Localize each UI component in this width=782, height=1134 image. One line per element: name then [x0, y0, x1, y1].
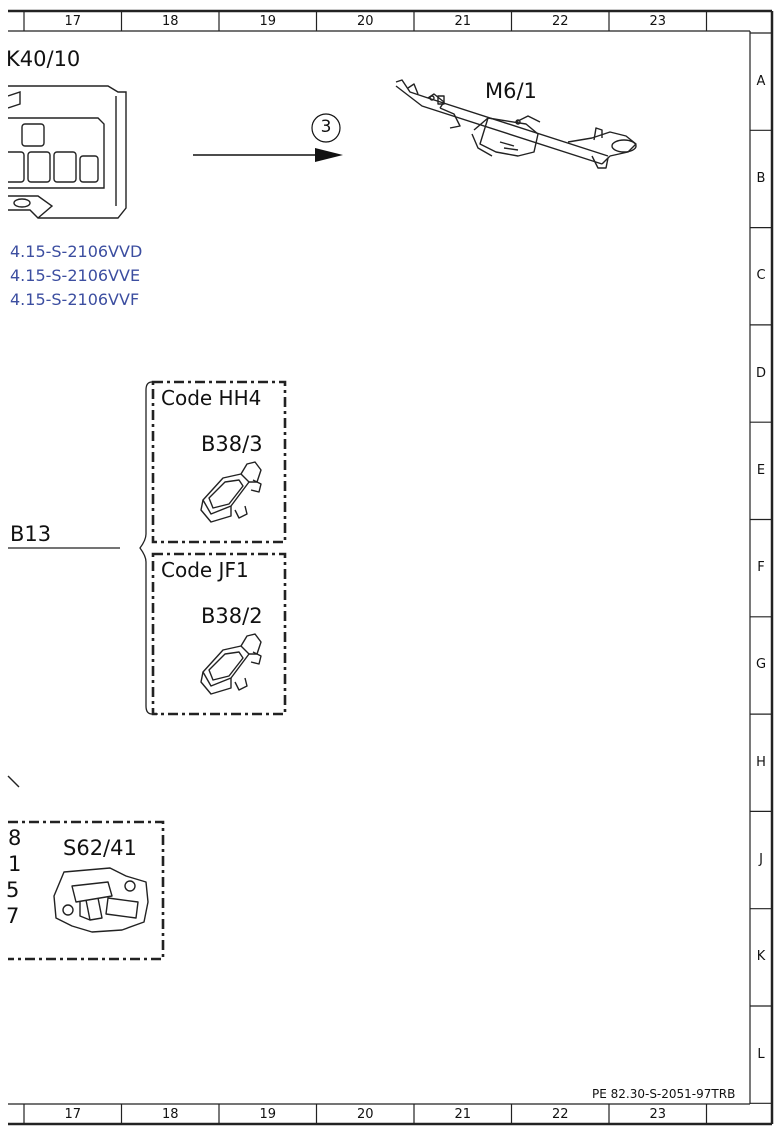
row-label: H [756, 754, 766, 770]
column-label: 21 [454, 1107, 472, 1122]
row-label: A [756, 73, 766, 89]
row-label: D [755, 365, 766, 381]
column-label: 22 [551, 1107, 569, 1122]
option-code-label: Code JF1 [161, 558, 249, 582]
column-label: 19 [259, 14, 277, 29]
cut-off-number: 8 [8, 826, 22, 850]
column-label: 20 [356, 1107, 374, 1122]
column-label: 23 [649, 1107, 667, 1122]
column-label: 20 [356, 14, 374, 29]
switch-label: S62/41 [63, 836, 137, 860]
column-label: 18 [161, 14, 179, 29]
reference-link[interactable]: 4.15-S-2106VVD [10, 242, 143, 261]
row-label: B [756, 170, 766, 186]
row-label: L [757, 1046, 765, 1062]
column-label: 18 [161, 1107, 179, 1122]
option-code-label: Code HH4 [161, 386, 262, 410]
column-label: 19 [259, 1107, 277, 1122]
reference-link[interactable]: 4.15-S-2106VVF [10, 290, 140, 309]
cut-off-number: 1 [8, 852, 22, 876]
column-label: 21 [454, 14, 472, 29]
cut-off-number: 7 [6, 904, 20, 928]
cut-off-number: 5 [6, 878, 20, 902]
reference-link[interactable]: 4.15-S-2106VVE [10, 266, 141, 285]
sensor-drawing [200, 633, 262, 695]
row-label: F [757, 560, 765, 576]
wiper-linkage-drawing [395, 79, 637, 169]
arrow-ref-number: 3 [320, 117, 332, 137]
relay-module-label: K40/10 [6, 47, 81, 71]
sensor-label: B38/3 [201, 432, 263, 456]
row-label: K [756, 949, 766, 965]
row-label: J [759, 852, 763, 868]
sensor-group-label: B13 [10, 522, 52, 546]
row-label: E [756, 462, 766, 478]
row-label: G [755, 657, 767, 673]
column-label: 17 [64, 14, 82, 29]
flow-arrow [193, 113, 343, 162]
sensor-drawing [200, 461, 262, 523]
row-label: C [756, 268, 766, 284]
sensor-label: B38/2 [201, 604, 263, 628]
switch-drawing [53, 867, 149, 933]
column-label: 23 [649, 14, 667, 29]
column-label: 22 [551, 14, 569, 29]
document-id: PE 82.30-S-2051-97TRB [592, 1087, 736, 1101]
column-label: 17 [64, 1107, 82, 1122]
relay-module-drawing [8, 85, 127, 219]
b13-leader-and-brace [8, 381, 158, 715]
wiper-motor-label: M6/1 [485, 79, 537, 103]
